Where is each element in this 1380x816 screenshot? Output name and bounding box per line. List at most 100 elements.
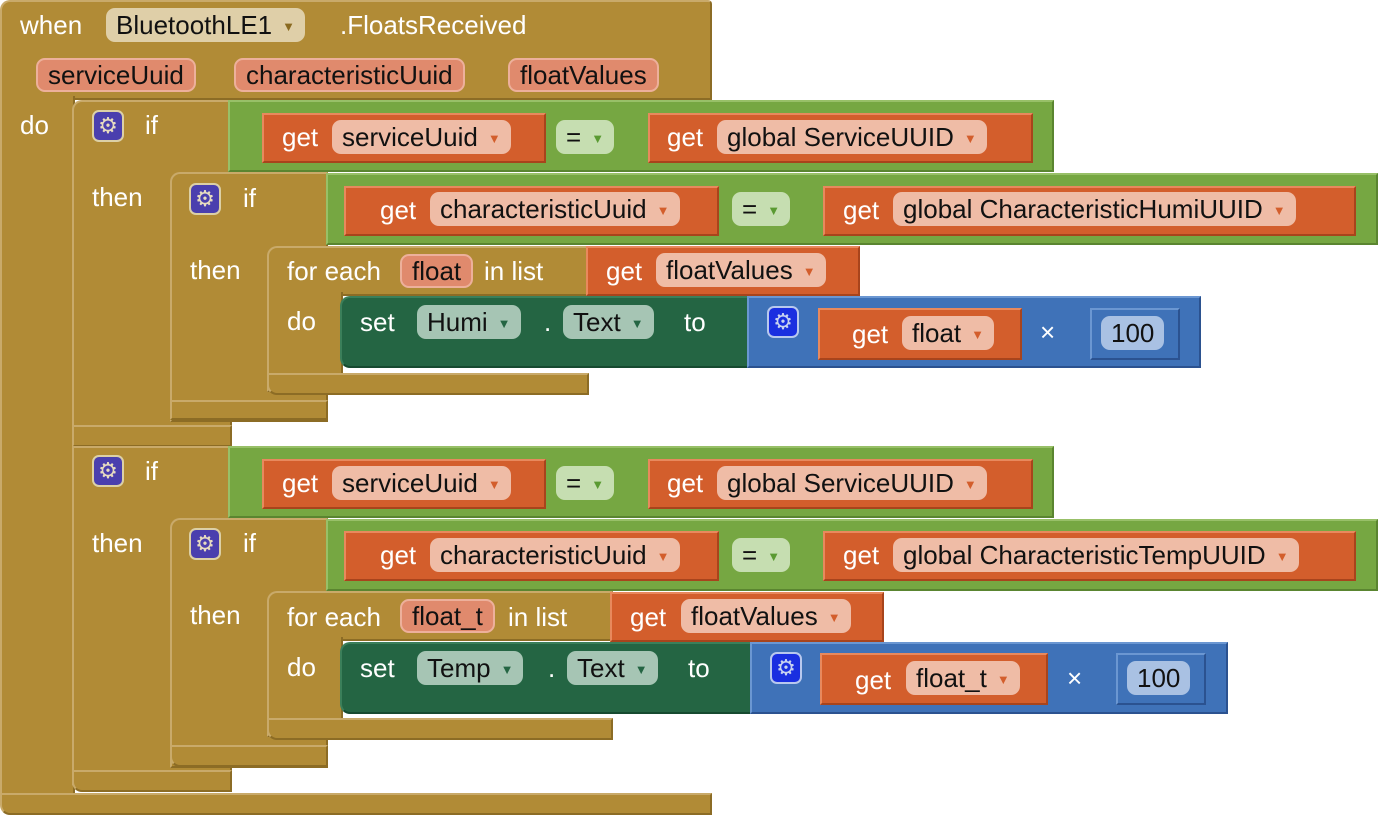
variable-dropdown[interactable]: global CharacteristicTempUUID ▼ — [893, 538, 1299, 572]
component-name: Temp — [427, 653, 491, 683]
component-dropdown[interactable]: Humi▼ — [417, 305, 521, 339]
component-dropdown[interactable]: Temp▼ — [417, 651, 524, 685]
then-label: then — [190, 600, 241, 630]
variable-name: float — [912, 318, 962, 348]
if-label: if — [243, 528, 256, 558]
set-block[interactable] — [340, 642, 754, 714]
inner-if-block-2-footer — [170, 745, 328, 767]
dropdown-arrow-icon: ▼ — [1272, 203, 1286, 218]
times-operator: × — [1067, 663, 1083, 693]
param-floatValues[interactable]: floatValues — [508, 58, 659, 92]
get-label: get — [667, 122, 704, 152]
get-label: get — [855, 665, 892, 695]
for-each-block-2-footer — [267, 718, 613, 740]
dropdown-arrow-icon: ▼ — [1275, 549, 1289, 564]
variable-name: global CharacteristicTempUUID — [903, 540, 1266, 570]
component-name: BluetoothLE1 — [116, 10, 273, 40]
number-value[interactable]: 100 — [1101, 316, 1165, 350]
then-label: then — [92, 182, 143, 212]
event-block-spine — [0, 96, 75, 796]
variable-name: global ServiceUUID — [727, 122, 954, 152]
variable-name: floatValues — [691, 601, 818, 631]
variable-dropdown[interactable]: float▼ — [902, 316, 995, 350]
set-label: set — [360, 307, 395, 337]
in-list-label: in list — [484, 256, 544, 286]
component-dropdown[interactable]: BluetoothLE1▼ — [106, 8, 306, 42]
get-label: get — [282, 122, 319, 152]
variable-dropdown[interactable]: serviceUuid ▼ — [332, 466, 511, 500]
property-name: Text — [573, 307, 621, 337]
operator-dropdown[interactable]: =▼ — [556, 466, 615, 500]
variable-name: global ServiceUUID — [727, 468, 954, 498]
dot-label: . — [548, 653, 556, 683]
loop-variable[interactable]: float_t — [400, 599, 495, 633]
set-block[interactable] — [340, 296, 750, 368]
param-characteristicUuid[interactable]: characteristicUuid — [234, 58, 465, 92]
loop-variable[interactable]: float — [400, 254, 474, 288]
variable-dropdown[interactable]: characteristicUuid ▼ — [430, 192, 680, 226]
variable-name: characteristicUuid — [440, 194, 647, 224]
variable-dropdown[interactable]: floatValues▼ — [656, 253, 826, 287]
variable-dropdown[interactable]: characteristicUuid ▼ — [430, 538, 680, 572]
mutator-gear-icon[interactable]: ⚙ — [92, 455, 124, 487]
for-each-label: for each — [287, 602, 381, 632]
variable-dropdown[interactable]: global CharacteristicHumiUUID ▼ — [893, 192, 1296, 226]
do-label: do — [20, 110, 49, 140]
inner-if-block-1-footer — [170, 400, 328, 420]
times-operator: × — [1040, 317, 1056, 347]
variable-dropdown[interactable]: floatValues ▼ — [681, 599, 851, 633]
dropdown-arrow-icon: ▼ — [996, 672, 1010, 687]
get-label: get — [380, 195, 417, 225]
param-serviceUuid[interactable]: serviceUuid — [36, 58, 196, 92]
variable-name: float_t — [916, 663, 987, 693]
if-block-1-footer — [72, 425, 232, 447]
get-label: get — [630, 602, 667, 632]
property-dropdown[interactable]: Text ▼ — [563, 305, 654, 339]
mutator-gear-icon[interactable]: ⚙ — [189, 528, 221, 560]
variable-name: global CharacteristicHumiUUID — [903, 194, 1263, 224]
variable-dropdown[interactable]: global ServiceUUID▼ — [717, 120, 987, 154]
dropdown-arrow-icon: ▼ — [630, 316, 644, 331]
for-each-label: for each — [287, 256, 381, 286]
variable-dropdown[interactable]: float_t ▼ — [906, 661, 1020, 695]
dropdown-arrow-icon: ▼ — [656, 203, 670, 218]
if-label: if — [243, 183, 256, 213]
mutator-gear-icon[interactable]: ⚙ — [92, 110, 124, 142]
set-label: set — [360, 653, 395, 683]
dot-label: . — [544, 307, 552, 337]
mutator-gear-icon[interactable]: ⚙ — [189, 183, 221, 215]
dropdown-arrow-icon: ▼ — [767, 203, 781, 218]
property-name: Text — [577, 653, 625, 683]
variable-dropdown[interactable]: global ServiceUUID ▼ — [717, 466, 987, 500]
dropdown-arrow-icon: ▼ — [497, 316, 511, 331]
mutator-gear-icon[interactable]: ⚙ — [770, 652, 802, 684]
get-label: get — [667, 468, 704, 498]
operator-dropdown[interactable]: =▼ — [732, 192, 791, 226]
operator-dropdown[interactable]: =▼ — [732, 538, 791, 572]
dropdown-arrow-icon: ▼ — [963, 477, 977, 492]
variable-name: serviceUuid — [342, 468, 478, 498]
operator: = — [566, 468, 582, 498]
mutator-gear-icon[interactable]: ⚙ — [767, 306, 799, 338]
dropdown-arrow-icon: ▼ — [827, 610, 841, 625]
event-block-footer — [0, 793, 712, 815]
get-label: get — [852, 319, 889, 349]
do-label: do — [287, 306, 316, 336]
if-block-2-footer — [72, 770, 232, 792]
dropdown-arrow-icon: ▼ — [487, 477, 501, 492]
dropdown-arrow-icon: ▼ — [487, 131, 501, 146]
variable-dropdown[interactable]: serviceUuid▼ — [332, 120, 511, 154]
operator-dropdown[interactable]: =▼ — [556, 120, 615, 154]
variable-name: floatValues — [666, 255, 793, 285]
variable-name: characteristicUuid — [440, 540, 647, 570]
number-value[interactable]: 100 — [1127, 661, 1191, 695]
get-label: get — [606, 256, 643, 286]
for-each-block-1-footer — [267, 373, 589, 395]
operator: = — [742, 194, 758, 224]
dropdown-arrow-icon: ▼ — [656, 549, 670, 564]
when-label: when — [20, 10, 83, 40]
if-label: if — [145, 456, 158, 486]
do-label: do — [287, 652, 316, 682]
property-dropdown[interactable]: Text▼ — [567, 651, 658, 685]
then-label: then — [92, 528, 143, 558]
